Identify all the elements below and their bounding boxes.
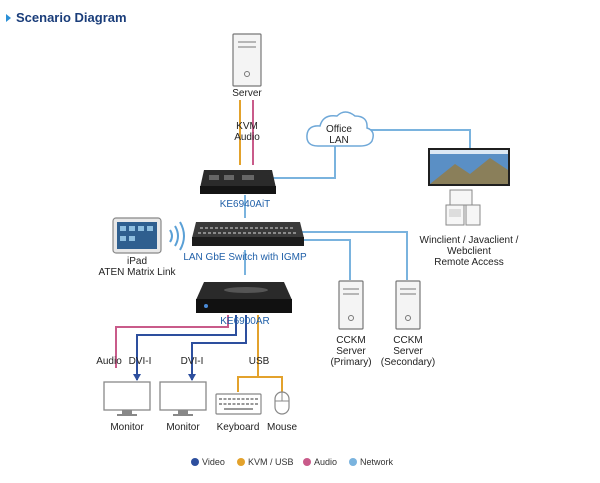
monitor-label-2: Monitor xyxy=(166,422,200,433)
audio-port-label: Audio xyxy=(96,356,122,367)
video-arrow-icon xyxy=(188,374,196,381)
ipad-icon xyxy=(112,217,162,254)
cloud-icon xyxy=(306,111,374,147)
network-line-lan-remote xyxy=(362,129,471,155)
legend-swatch-audio xyxy=(303,458,311,466)
cckm-primary-label-1: CCKM xyxy=(336,335,365,346)
keyboard-icon xyxy=(215,393,262,415)
title-arrow-icon xyxy=(6,14,11,22)
legend-swatch-kvm-usb xyxy=(237,458,245,466)
dvi-port-label-1: DVI-I xyxy=(129,356,152,367)
ke6900ar-label: KE6900AR xyxy=(220,316,269,327)
cckm-primary-server-icon xyxy=(338,280,364,330)
legend-swatch-video xyxy=(191,458,199,466)
title-group: Scenario Diagram xyxy=(6,10,127,25)
network-line-switch-cckm-secondary xyxy=(300,231,408,280)
monitor-label-1: Monitor xyxy=(110,422,144,433)
mouse-label: Mouse xyxy=(267,422,297,433)
remote-label-3: Remote Access xyxy=(434,257,503,268)
video-line-monitor-2 xyxy=(191,315,247,380)
cckm-secondary-label-1: CCKM xyxy=(393,335,422,346)
cckm-secondary-label-3: (Secondary) xyxy=(381,357,435,368)
monitor-icon xyxy=(159,381,207,416)
legend-label-audio: Audio xyxy=(314,457,337,467)
network-line-switch-cckm-primary xyxy=(300,239,351,280)
legend: Video KVM / USB Audio Network xyxy=(191,457,394,467)
remote-screen-icon xyxy=(428,148,510,186)
office-lan-label-2: LAN xyxy=(329,135,348,146)
office-lan-label-1: Office xyxy=(326,124,352,135)
remote-label-1: Winclient / Javaclient / xyxy=(420,235,519,246)
server-label: Server xyxy=(232,88,262,99)
cckm-primary-label-2: Server xyxy=(336,346,366,357)
legend-swatch-network xyxy=(349,458,357,466)
usb-line-mouse xyxy=(258,376,283,392)
network-line-ke6940-lan xyxy=(268,145,336,179)
switch-label: LAN GbE Switch with IGMP xyxy=(183,252,307,263)
cckm-primary-label-3: (Primary) xyxy=(330,357,371,368)
usb-port-label: USB xyxy=(249,356,270,367)
legend-label-network: Network xyxy=(360,457,394,467)
network-switch-icon xyxy=(192,222,304,246)
video-line-monitor-1 xyxy=(136,315,237,380)
remote-label-2: Webclient xyxy=(447,246,491,257)
keyboard-label: Keyboard xyxy=(217,422,260,433)
dvi-port-label-2: DVI-I xyxy=(181,356,204,367)
matrix-link-label: ATEN Matrix Link xyxy=(98,267,176,278)
ke6940ait-label: KE6940AiT xyxy=(220,199,271,210)
ke6900ar-device-icon xyxy=(196,282,292,313)
legend-label-kvm-usb: KVM / USB xyxy=(248,457,294,467)
server-tower-icon xyxy=(232,33,262,87)
cckm-secondary-label-2: Server xyxy=(393,346,423,357)
wifi-icon xyxy=(169,221,185,251)
cckm-secondary-server-icon xyxy=(395,280,421,330)
monitor-icon xyxy=(103,381,151,416)
usb-line-keyboard xyxy=(237,315,259,392)
mouse-icon xyxy=(274,391,290,415)
kvm-label: KVM xyxy=(236,121,258,132)
video-arrow-icon xyxy=(133,374,141,381)
audio-line-monitor xyxy=(115,315,229,368)
legend-label-video: Video xyxy=(202,457,225,467)
workstation-icon xyxy=(445,189,481,226)
audio-label: Audio xyxy=(234,132,260,143)
ipad-label: iPad xyxy=(127,256,147,267)
page-title: Scenario Diagram xyxy=(16,10,127,25)
ke6940ait-device-icon xyxy=(200,170,276,194)
